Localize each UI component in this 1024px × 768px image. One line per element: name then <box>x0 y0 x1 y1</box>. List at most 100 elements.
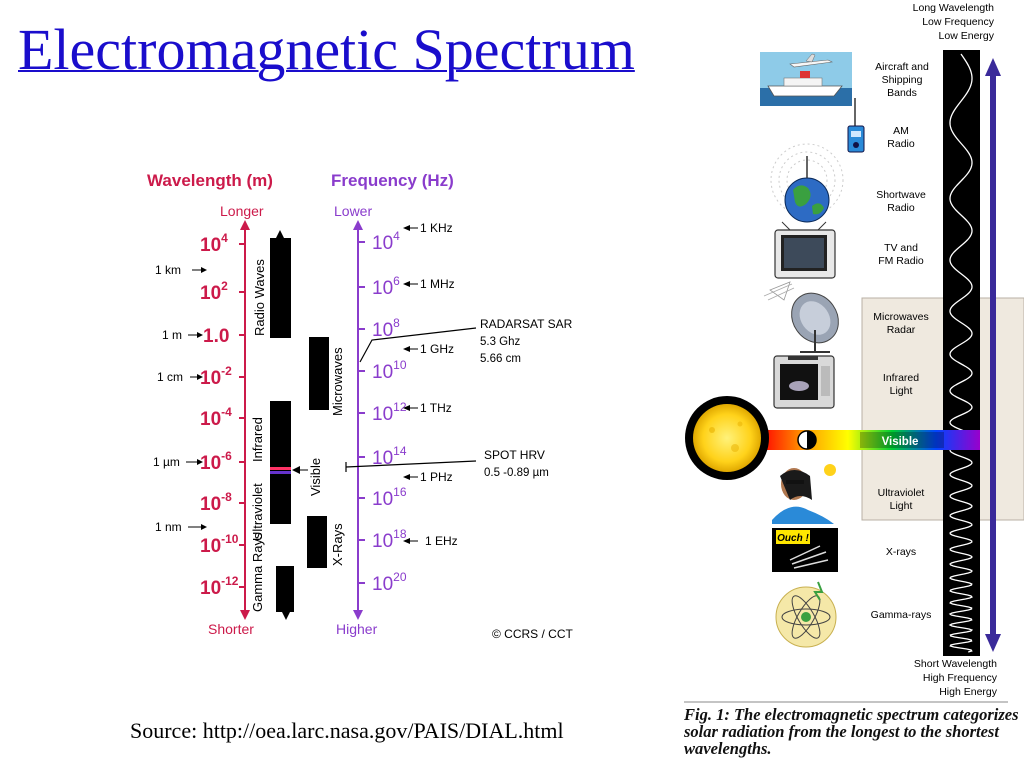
radarsat-label: RADARSAT SAR <box>480 317 573 331</box>
visible-marker-red <box>270 467 291 470</box>
sun-icon <box>685 396 769 480</box>
wl-tick-4: 10-4 <box>200 405 245 430</box>
figure-caption: Fig. 1: The electromagnetic spectrum cat… <box>684 705 1019 758</box>
bottom-label-wavelength: Short Wavelength <box>914 658 997 670</box>
bottom-label-frequency: High Frequency <box>923 672 998 684</box>
svg-text:1 KHz: 1 KHz <box>420 221 453 235</box>
fr-tick-4: 1012 <box>358 400 407 425</box>
ouch-label: Ouch ! <box>777 533 809 544</box>
band-label-ultraviolet: Ultraviolet <box>250 483 265 541</box>
fr-tick-3: 1010 <box>358 358 407 383</box>
radarsat-line <box>359 327 477 363</box>
svg-text:1018: 1018 <box>372 527 407 552</box>
wl-tick-exp: 4 <box>221 231 228 245</box>
lower-label: Lower <box>334 203 372 219</box>
top-label-wavelength: Long Wavelength <box>913 2 994 14</box>
band-label-gamma: Gamma Rays <box>250 532 265 612</box>
frequency-ticks: 104 106 108 1010 1012 1014 1016 1018 102… <box>358 229 407 595</box>
visible-marker-violet <box>270 471 291 474</box>
wl-marker-cm: 1 cm <box>157 370 203 384</box>
frequency-axis-arrow-up <box>353 220 363 230</box>
higher-label: Higher <box>336 621 378 637</box>
spot-range: 0.5 -0.89 µm <box>484 467 549 479</box>
fr-marker-khz: 1 KHz <box>403 221 453 235</box>
svg-text:108: 108 <box>372 316 400 341</box>
ship-plane-icon <box>760 52 852 106</box>
wl-tick-1: 102 <box>200 279 245 304</box>
tv-icon <box>774 221 836 279</box>
spot-line <box>345 460 477 468</box>
bottom-label-energy: High Energy <box>939 686 998 698</box>
band-label-visible: Visible <box>308 458 323 496</box>
band-label-xrays: X-Rays <box>330 523 345 566</box>
frequency-markers: 1 KHz 1 MHz 1 GHz 1 THz 1 PHz 1 EHz <box>403 221 458 548</box>
svg-text:10-12: 10-12 <box>200 574 239 599</box>
svg-text:104: 104 <box>372 229 400 254</box>
right-diagram: Long Wavelength Low Frequency Low Energy… <box>684 2 1024 703</box>
fr-marker-thz: 1 THz <box>403 401 452 415</box>
svg-text:1 PHz: 1 PHz <box>420 470 453 484</box>
svg-text:10-8: 10-8 <box>200 490 232 515</box>
wl-marker-km: 1 km <box>155 263 207 277</box>
sunbather-icon <box>772 464 836 524</box>
fr-tick-5: 1014 <box>358 444 407 469</box>
band-bar-infrared-uv <box>270 401 291 524</box>
svg-text:10-6: 10-6 <box>200 449 232 474</box>
band-label-microwaves: Microwaves <box>330 347 345 416</box>
xray-hand-icon: Ouch ! <box>772 528 838 572</box>
category-xrays: X-rays <box>886 546 916 558</box>
wl-tick-exp: -10 <box>221 532 239 546</box>
band-bar-radio <box>270 238 291 338</box>
svg-text:104: 104 <box>200 231 228 256</box>
top-label-energy: Low Energy <box>939 30 995 42</box>
wl-tick-base: 10 <box>200 235 221 256</box>
svg-text:1 MHz: 1 MHz <box>420 277 455 291</box>
spot-label: SPOT HRV <box>484 448 545 462</box>
band-label-radio: Radio Waves <box>252 259 267 336</box>
wl-tick-8: 10-12 <box>200 574 245 599</box>
slide-title[interactable]: Electromagnetic Spectrum <box>18 17 635 82</box>
wl-tick-0: 104 <box>200 231 245 256</box>
fr-tick-1: 106 <box>358 274 400 299</box>
wl-tick-exp: -12 <box>221 574 239 588</box>
fr-tick-8: 1020 <box>358 570 407 595</box>
longer-label: Longer <box>220 203 264 219</box>
wl-tick-base: 10 <box>200 368 221 389</box>
wl-tick-exp: 2 <box>221 279 228 293</box>
wl-tick-base: 10 <box>200 453 221 474</box>
band-bar-gamma <box>276 566 294 612</box>
fr-tick-0: 104 <box>358 229 400 254</box>
source-citation: Source: http://oea.larc.nasa.gov/PAIS/DI… <box>130 718 564 743</box>
wl-tick-exp: -6 <box>221 449 232 463</box>
radio-icon <box>847 98 865 153</box>
svg-text:106: 106 <box>372 274 400 299</box>
wavelength-ticks: 104 102 1.0 10-2 10-4 10-6 10-8 10-10 10… <box>200 231 245 599</box>
wl-tick-3: 10-2 <box>200 364 245 389</box>
svg-text:102: 102 <box>200 279 228 304</box>
svg-text:1020: 1020 <box>372 570 407 595</box>
wavelength-axis-arrow-down <box>240 610 250 620</box>
svg-text:10-4: 10-4 <box>200 405 232 430</box>
top-label-frequency: Low Frequency <box>922 16 995 28</box>
fr-marker-mhz: 1 MHz <box>403 277 455 291</box>
frequency-axis-arrow-down <box>353 610 363 620</box>
atom-icon <box>775 581 837 648</box>
left-diagram: Wavelength (m) Frequency (Hz) Longer Sho… <box>147 171 574 641</box>
fr-marker-phz: 1 PHz <box>403 470 453 484</box>
svg-text:1 GHz: 1 GHz <box>420 342 454 356</box>
category-gamma: Gamma-rays <box>871 609 932 621</box>
wl-marker-m: 1 m <box>162 328 203 342</box>
shorter-label: Shorter <box>208 621 254 637</box>
wl-tick-base: 10 <box>200 494 221 515</box>
wl-tick-base: 1.0 <box>203 326 229 347</box>
wl-marker-nm: 1 nm <box>155 520 207 534</box>
wl-tick-base: 10 <box>200 578 221 599</box>
wl-tick-base: 10 <box>200 536 221 557</box>
svg-text:1012: 1012 <box>372 400 407 425</box>
